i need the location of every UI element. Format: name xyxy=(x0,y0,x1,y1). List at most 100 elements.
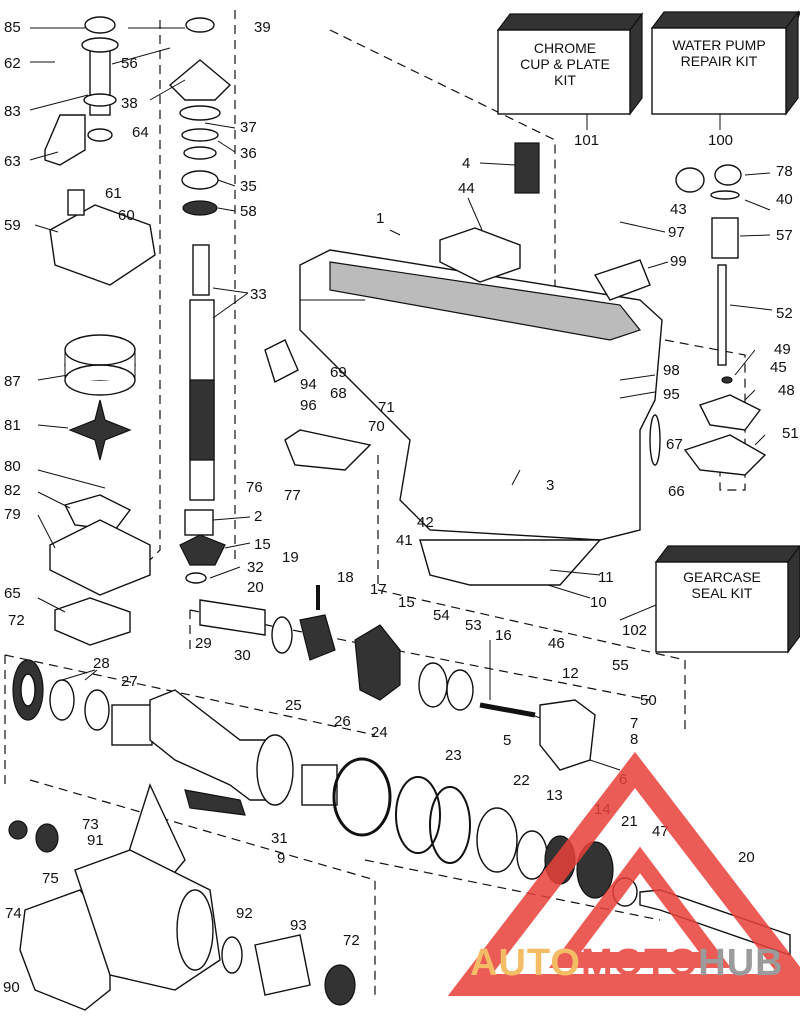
kit-callout-100: 100 xyxy=(708,132,733,149)
callout-82: 82 xyxy=(4,482,21,499)
callout-30: 30 xyxy=(234,647,251,664)
callout-33: 33 xyxy=(250,286,267,303)
callout-43: 43 xyxy=(670,201,687,218)
callout-62: 62 xyxy=(4,55,21,72)
callout-36: 36 xyxy=(240,145,257,162)
callout-74: 74 xyxy=(5,905,22,922)
callout-80: 80 xyxy=(4,458,21,475)
callout-51: 51 xyxy=(782,425,799,442)
callout-81: 81 xyxy=(4,417,21,434)
callout-75: 75 xyxy=(42,870,59,887)
kit-chrome-line2: CUP & PLATE xyxy=(520,56,610,72)
callout-11: 11 xyxy=(598,569,614,586)
watermark-auto: AUTO xyxy=(470,942,581,984)
callout-67: 67 xyxy=(666,436,683,453)
callout-47: 47 xyxy=(652,823,669,840)
callout-99: 99 xyxy=(670,253,687,270)
callout-73: 73 xyxy=(82,816,99,833)
callout-94: 94 xyxy=(300,376,317,393)
watermark-moto: MOTO xyxy=(581,942,698,984)
callout-97: 97 xyxy=(668,224,685,241)
callout-18: 18 xyxy=(337,569,354,586)
callout-72: 72 xyxy=(343,932,360,949)
callout-38: 38 xyxy=(121,95,138,112)
part-shapes xyxy=(8,16,791,1011)
kit-gearcase-line2: SEAL KIT xyxy=(692,585,753,601)
callout-98: 98 xyxy=(663,362,680,379)
leader-lines xyxy=(29,27,773,771)
callout-63: 63 xyxy=(4,153,21,170)
callout-39: 39 xyxy=(254,19,271,36)
watermark-triangle-inner xyxy=(549,846,731,968)
kit-chrome-box: CHROME CUP & PLATE KIT xyxy=(496,12,644,116)
callout-66: 66 xyxy=(668,483,685,500)
callout-83: 83 xyxy=(4,103,21,120)
kit-chrome-line1: CHROME xyxy=(534,40,596,56)
callout-95: 95 xyxy=(663,386,680,403)
callout-15: 15 xyxy=(254,536,271,553)
callout-10: 10 xyxy=(590,594,607,611)
callout-31: 31 xyxy=(271,830,288,847)
callout-32: 32 xyxy=(247,559,264,576)
callout-79: 79 xyxy=(4,506,21,523)
callout-41: 41 xyxy=(396,532,413,549)
callout-87: 87 xyxy=(4,373,21,390)
kit-callout-101: 101 xyxy=(574,132,599,149)
callout-55: 55 xyxy=(612,657,629,674)
callout-50: 50 xyxy=(640,692,657,709)
callout-20: 20 xyxy=(738,849,755,866)
callout-5: 5 xyxy=(503,732,511,749)
callout-8: 8 xyxy=(630,731,638,748)
callout-93: 93 xyxy=(290,917,307,934)
callout-60: 60 xyxy=(118,207,135,224)
watermark: AUTOMOTOHUB xyxy=(447,751,800,996)
callout-64: 64 xyxy=(132,124,149,141)
callout-1: 1 xyxy=(376,210,384,227)
callout-19: 19 xyxy=(282,549,299,566)
watermark-hub: HUB xyxy=(698,942,783,984)
callout-65: 65 xyxy=(4,585,21,602)
callout-44: 44 xyxy=(458,180,475,197)
dashed-boundaries xyxy=(4,10,746,1000)
callout-17: 17 xyxy=(370,581,387,598)
callout-90: 90 xyxy=(3,979,20,996)
callout-59: 59 xyxy=(4,217,21,234)
kit-chrome-line3: KIT xyxy=(554,72,576,88)
callout-85: 85 xyxy=(4,19,21,36)
callout-78: 78 xyxy=(776,163,793,180)
watermark-triangle-outer xyxy=(447,751,800,996)
callout-26: 26 xyxy=(334,713,351,730)
kit-water-line2: REPAIR KIT xyxy=(681,53,758,69)
callout-61: 61 xyxy=(105,185,122,202)
callout-25: 25 xyxy=(285,697,302,714)
callout-7: 7 xyxy=(630,715,638,732)
callout-52: 52 xyxy=(776,305,793,322)
callout-76: 76 xyxy=(246,479,263,496)
callout-29: 29 xyxy=(195,635,212,652)
callout-56: 56 xyxy=(121,55,138,72)
callout-49: 49 xyxy=(774,341,791,358)
callout-71: 71 xyxy=(378,399,395,416)
callout-9: 9 xyxy=(277,850,285,867)
kit-gearcase-box: GEARCASE SEAL KIT xyxy=(654,545,800,654)
callout-68: 68 xyxy=(330,385,347,402)
callout-57: 57 xyxy=(776,227,793,244)
callout-53: 53 xyxy=(465,617,482,634)
callout-46: 46 xyxy=(548,635,565,652)
watermark-text: AUTOMOTOHUB xyxy=(470,942,784,984)
callout-37: 37 xyxy=(240,119,257,136)
callout-2: 2 xyxy=(254,508,262,525)
callout-13: 13 xyxy=(546,787,563,804)
kit-gearcase-line1: GEARCASE xyxy=(683,569,761,585)
callout-72: 72 xyxy=(8,612,25,629)
callout-58: 58 xyxy=(240,203,257,220)
callout-54: 54 xyxy=(433,607,450,624)
callout-23: 23 xyxy=(445,747,462,764)
callout-22: 22 xyxy=(513,772,530,789)
callout-77: 77 xyxy=(284,487,301,504)
callout-48: 48 xyxy=(778,382,795,399)
callout-27: 27 xyxy=(121,673,138,690)
callout-15: 15 xyxy=(398,594,415,611)
